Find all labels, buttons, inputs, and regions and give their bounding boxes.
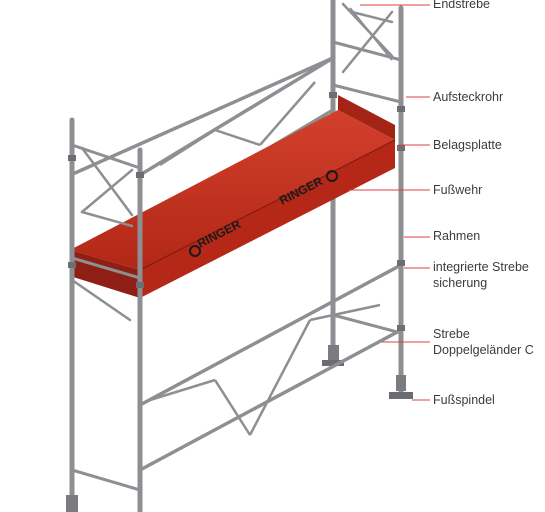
label-belagsplatte: Belagsplatte [433, 138, 502, 152]
front-frame [69, 117, 143, 512]
label-fussspindel: Fußspindel [433, 393, 495, 407]
brand-logo-icon-2 [326, 170, 338, 182]
label-fusswehr: Fußwehr [433, 183, 483, 197]
label-doppel-line2: Doppelgeländer C [433, 343, 534, 357]
label-endstrebe: Endstrebe [433, 0, 490, 11]
label-doppel-line1: Strebe [433, 327, 470, 341]
couplers [68, 92, 405, 331]
front-spindles [66, 495, 78, 512]
rail-braces [159, 81, 316, 167]
label-rahmen: Rahmen [433, 229, 481, 243]
label-aufsteckrohr: Aufsteckrohr [433, 90, 504, 104]
lower-braces [149, 303, 381, 436]
label-strebe-line2: sicherung [433, 276, 488, 290]
brand-logo-icon [189, 245, 201, 257]
label-strebe-line1: integrierte Strebe [433, 260, 529, 274]
endstrebe-part [349, 7, 393, 61]
leader-lines [348, 4, 430, 401]
lower-rails [138, 263, 403, 472]
back-spindles [322, 345, 413, 399]
